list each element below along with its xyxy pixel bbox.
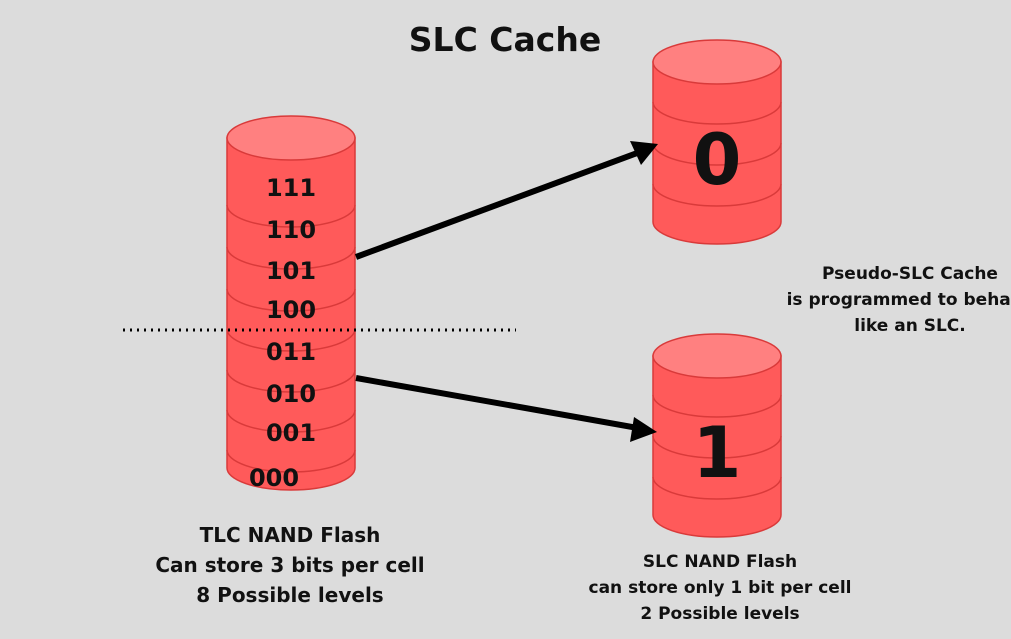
layer-separator [226,246,356,270]
slc-caption-line: SLC NAND Flash [642,552,798,572]
arrow-to-slc-0 [354,141,658,260]
cylinder-body [652,61,782,245]
tlc-level-label: 010 [265,380,317,408]
diagram-title: SLC Cache [408,20,602,59]
layer-separator [652,142,782,166]
note-line: Pseudo-SLC Cache [822,264,998,284]
layer-separator [652,394,782,418]
layer-separator [226,288,356,312]
tlc-level-label: 100 [265,296,317,324]
cylinder-top-cap [652,39,782,85]
tlc-level-label: 110 [265,216,317,244]
slc-caption-line: can store only 1 bit per cell [588,578,852,598]
tlc-caption-line: 8 Possible levels [196,583,384,607]
layer-separator [226,449,356,473]
cylinder-top-cap [226,115,356,161]
tlc-level-label: 001 [265,419,317,447]
layer-separator [652,435,782,459]
slc-caption-line: 2 Possible levels [640,604,800,624]
tlc-level-label: 011 [265,338,317,366]
slc-value-0: 0 [692,119,742,201]
layer-separator [226,204,356,228]
slc-value-1: 1 [692,412,742,494]
cylinder-body [226,137,356,491]
arrow-to-slc-1 [355,375,657,442]
layer-separator [652,183,782,207]
tlc-caption-line: Can store 3 bits per cell [155,553,425,577]
cylinder-top-cap [652,333,782,379]
note-line: like an SLC. [854,316,966,336]
layer-separator [652,101,782,125]
tlc-level-label: 101 [265,257,317,285]
layer-separator [652,476,782,500]
pseudo-slc-note: Pseudo-SLC Cache is programmed to behave… [735,261,1011,339]
tlc-level-label: 111 [265,174,317,202]
slc-caption: SLC NAND Flash can store only 1 bit per … [570,549,870,627]
cylinder-body [652,355,782,538]
layer-separator [226,409,356,433]
layer-separator [226,328,356,352]
layer-separator [226,369,356,393]
slc-cylinder-bottom [652,333,782,538]
tlc-level-label: 000 [248,464,300,492]
tlc-cylinder [226,115,356,491]
note-line: is programmed to behave [786,290,1011,310]
tlc-caption-line: TLC NAND Flash [199,523,381,547]
tlc-caption: TLC NAND Flash Can store 3 bits per cell… [140,520,440,610]
slc-cylinder-top [652,39,782,245]
